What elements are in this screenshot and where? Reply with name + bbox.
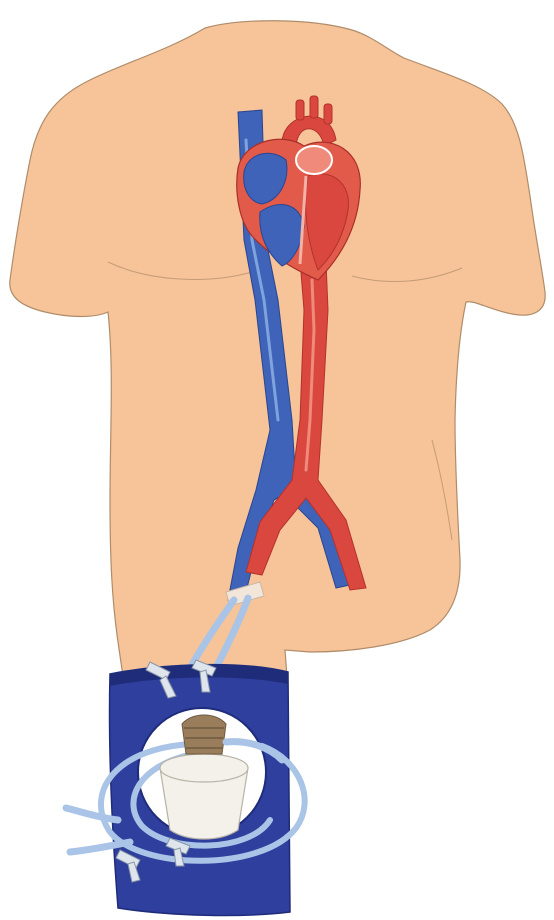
arch-branch-2 <box>310 96 318 118</box>
pulmonary-valve <box>296 146 332 174</box>
arch-branch-1 <box>296 100 304 120</box>
pump-housing-top <box>160 754 248 782</box>
arch-branch-3 <box>324 104 332 124</box>
